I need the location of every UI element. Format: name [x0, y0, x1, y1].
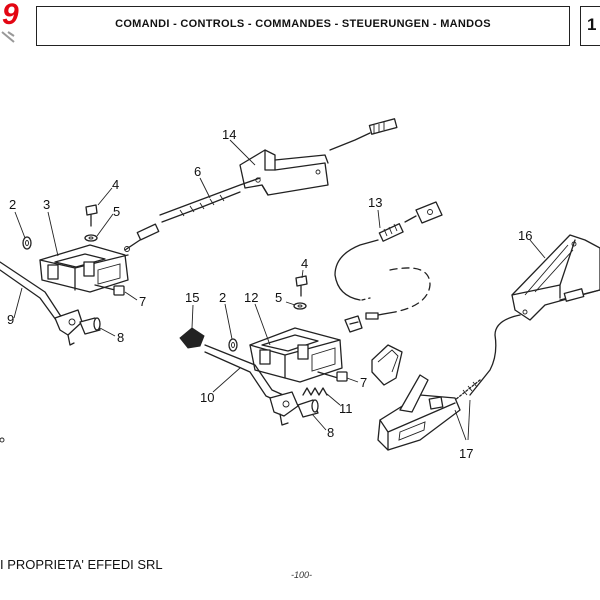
callout-13: 13 — [368, 195, 382, 210]
footer-copyright: I PROPRIETA' EFFEDI SRL — [0, 557, 163, 572]
leader-10 — [212, 367, 241, 393]
part-10-shift-lever-center — [204, 344, 299, 426]
callout-15: 15 — [185, 290, 199, 305]
part-2-washer-center — [228, 338, 238, 352]
part-2-washer-left — [22, 236, 32, 250]
leader-7b — [346, 377, 359, 383]
leader-8b — [311, 413, 327, 431]
part-5-washer-center — [293, 302, 307, 310]
leader-6 — [199, 177, 211, 199]
leader-8a — [99, 327, 116, 337]
leader-2b — [224, 303, 233, 340]
leader-14 — [229, 139, 256, 166]
leader-2a — [14, 211, 26, 239]
leader-15 — [191, 304, 194, 329]
page-title: COMANDI - CONTROLS - COMMANDES - STEUERU… — [115, 18, 491, 30]
callout-6: 6 — [194, 164, 201, 179]
logo-swoosh — [1, 31, 15, 43]
callout-3: 3 — [43, 197, 50, 212]
part-12-lever-support-center — [249, 327, 343, 383]
leader-4a — [97, 187, 113, 206]
leader-16 — [529, 239, 546, 259]
part-4-bolt-center — [295, 275, 308, 297]
leader-5a — [96, 213, 114, 237]
part-9-shift-lever-left — [0, 261, 83, 346]
callout-5a: 5 — [113, 204, 120, 219]
part-14-cable-bracket — [239, 149, 329, 196]
part-13-cable-with-clevis — [334, 201, 443, 333]
part-5-washer-left — [84, 234, 98, 242]
callout-5b: 5 — [275, 290, 282, 305]
leader-11 — [326, 393, 341, 406]
callout-4b: 4 — [301, 256, 308, 271]
callout-12: 12 — [244, 290, 258, 305]
page-number: 1 — [587, 15, 597, 34]
callout-10: 10 — [200, 390, 214, 405]
callout-7a: 7 — [139, 294, 146, 309]
leader-3 — [47, 211, 59, 257]
part-17-cable-long — [454, 314, 521, 401]
header-title-box: COMANDI - CONTROLS - COMMANDES - STEUERU… — [36, 6, 570, 46]
part-6-control-cable — [124, 177, 261, 252]
part-7-pin-left — [94, 284, 125, 296]
part-8-bushing-center — [297, 399, 319, 418]
callout-9: 9 — [7, 312, 14, 327]
logo-mark: 9 — [2, 0, 19, 31]
edge-mark — [0, 437, 5, 443]
part-16-support-bracket — [511, 234, 600, 321]
callout-2a: 2 — [9, 197, 16, 212]
part-3-lever-support-left — [39, 244, 129, 293]
page-number-box: 1 — [580, 6, 600, 46]
leader-17b — [467, 399, 471, 441]
leader-9 — [13, 287, 23, 319]
callout-4a: 4 — [112, 177, 119, 192]
part-8-bushing-left — [79, 317, 101, 335]
part-17-shift-unit — [371, 344, 461, 451]
leader-5b — [285, 301, 296, 306]
leader-12 — [254, 303, 271, 346]
part-7-pin-center — [317, 371, 348, 382]
part-4-bolt-left — [85, 204, 98, 227]
footer-page-number: -100- — [291, 570, 313, 580]
part-11-spring — [302, 387, 328, 396]
leader-7a — [124, 291, 138, 301]
callout-11: 11 — [339, 401, 353, 416]
callout-16: 16 — [518, 228, 532, 243]
leader-13 — [377, 209, 381, 229]
callout-8a: 8 — [117, 330, 124, 345]
leader-17a — [454, 409, 467, 441]
callout-14: 14 — [222, 127, 236, 142]
callout-17: 17 — [459, 446, 473, 461]
part-14-cable-end — [329, 118, 398, 151]
callout-7b: 7 — [360, 375, 367, 390]
part-15-shift-knob — [179, 327, 205, 349]
brand-logo: 9 — [1, 0, 19, 43]
leader-4b — [301, 269, 304, 279]
callout-8b: 8 — [327, 425, 334, 440]
callout-2b: 2 — [219, 290, 226, 305]
